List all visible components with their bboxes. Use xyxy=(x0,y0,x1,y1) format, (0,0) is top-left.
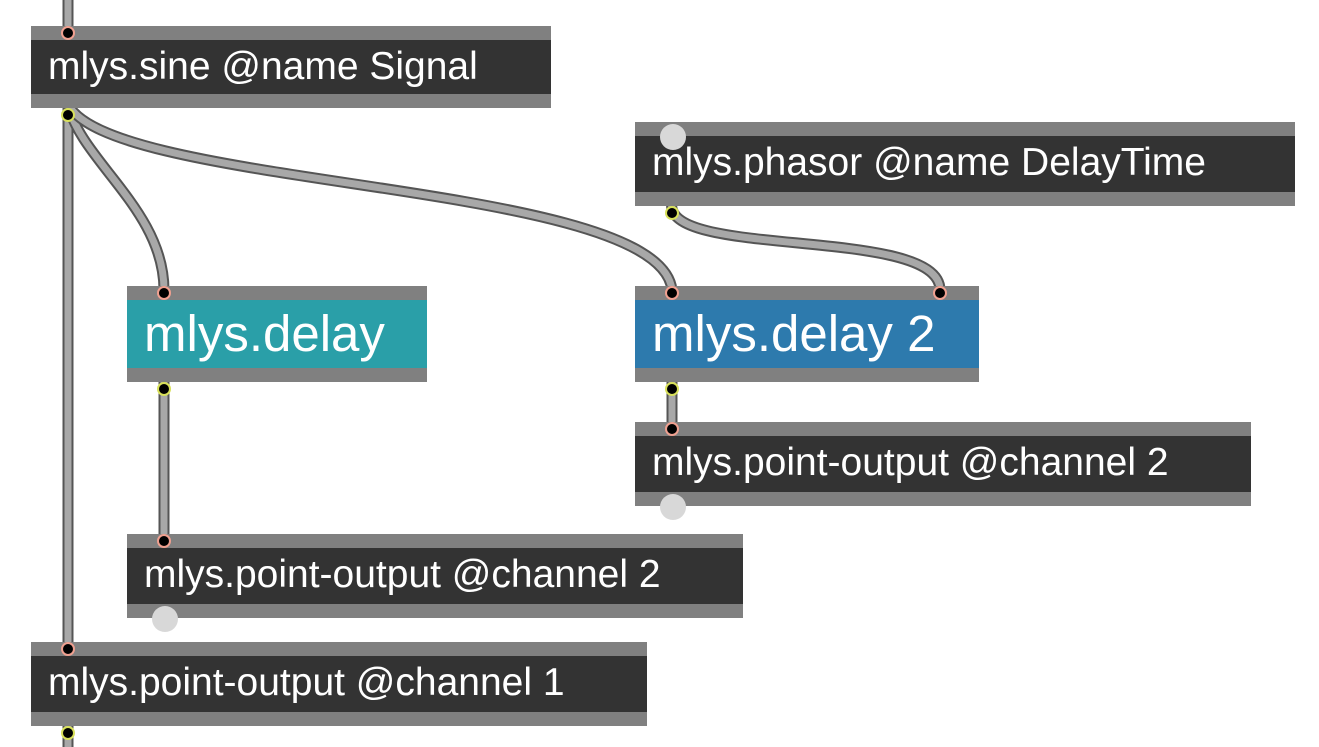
point-output-1-object[interactable]: mlys.point-output @channel 1 xyxy=(31,642,647,740)
phasor-outlet[interactable] xyxy=(665,206,679,220)
cord-sine-to-delay-2[interactable] xyxy=(62,98,678,296)
object-label: mlys.delay 2 xyxy=(652,305,936,362)
object-label: mlys.delay xyxy=(144,305,385,362)
delay-2-outlet[interactable] xyxy=(665,382,679,396)
point-output-middle-object[interactable]: mlys.point-output @channel 2 xyxy=(127,534,743,632)
delay-outlet[interactable] xyxy=(157,382,171,396)
object-label: mlys.point-output @channel 2 xyxy=(652,441,1169,484)
delay-2-time-inlet[interactable] xyxy=(933,286,947,300)
point-output-middle-outlet[interactable] xyxy=(152,606,178,632)
delay-2-signal-inlet[interactable] xyxy=(665,286,679,300)
phasor-object[interactable]: mlys.phasor @name DelayTime xyxy=(635,122,1295,220)
object-label: mlys.sine @name Signal xyxy=(48,45,478,88)
object-label: mlys.point-output @channel 1 xyxy=(48,661,565,704)
cord-sine-to-delay[interactable] xyxy=(62,98,170,296)
object-label: mlys.point-output @channel 2 xyxy=(144,553,661,596)
point-output-right-inlet[interactable] xyxy=(665,422,679,436)
delay-inlet[interactable] xyxy=(157,286,171,300)
point-output-right-object[interactable]: mlys.point-output @channel 2 xyxy=(635,422,1251,520)
delay-object[interactable]: mlys.delay xyxy=(127,286,427,396)
point-output-right-outlet[interactable] xyxy=(660,494,686,520)
delay-2-object[interactable]: mlys.delay 2 xyxy=(635,286,979,396)
object-label: mlys.phasor @name DelayTime xyxy=(652,141,1206,184)
point-output-1-inlet[interactable] xyxy=(61,642,75,656)
point-output-1-outlet[interactable] xyxy=(61,726,75,740)
phasor-inlet[interactable] xyxy=(660,124,686,150)
sine-outlet[interactable] xyxy=(61,108,75,122)
cord-phasor-to-delay-2[interactable] xyxy=(666,196,946,296)
sine-object[interactable]: mlys.sine @name Signal xyxy=(31,26,551,122)
sine-inlet[interactable] xyxy=(61,26,75,40)
point-output-middle-inlet[interactable] xyxy=(157,534,171,548)
